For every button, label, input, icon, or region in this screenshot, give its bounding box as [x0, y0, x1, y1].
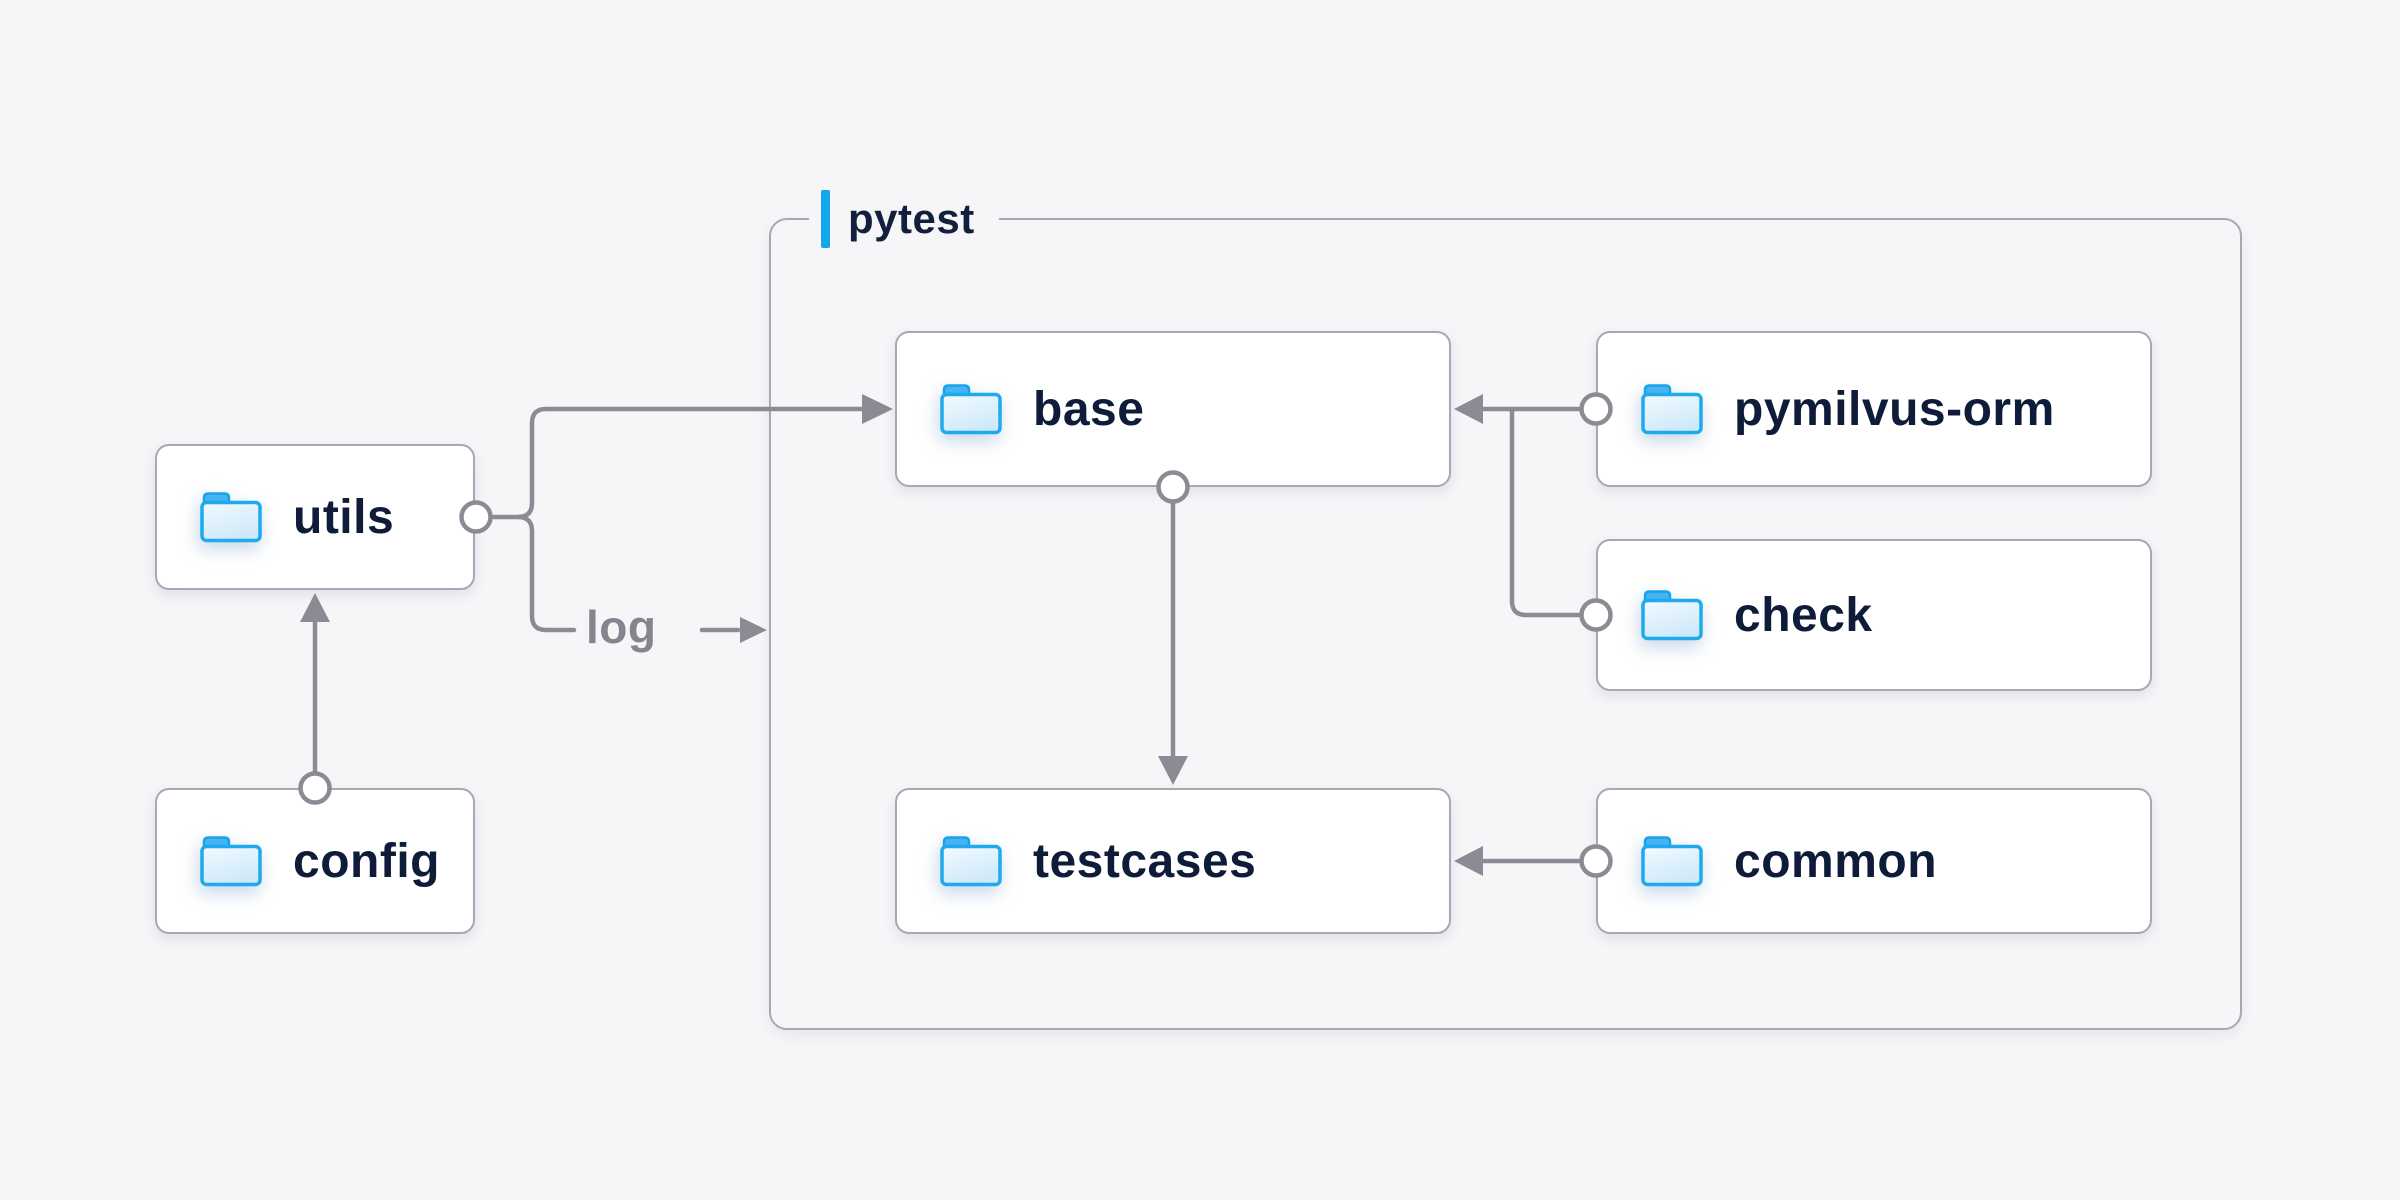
folder-icon [200, 836, 262, 887]
pytest-group-label: pytest [809, 187, 999, 251]
pytest-group-container: pytest [769, 187, 2242, 1030]
folder-icon [1641, 590, 1703, 641]
arrowhead-log [740, 617, 767, 643]
node-label: common [1734, 834, 1938, 888]
edge-utils-log [515, 514, 577, 633]
node-label: pymilvus-orm [1734, 382, 2055, 436]
node-base: base [895, 331, 1451, 487]
node-pymilvus-orm: pymilvus-orm [1596, 331, 2152, 487]
node-label: utils [293, 490, 395, 544]
folder-icon [940, 836, 1002, 887]
node-label: base [1033, 382, 1145, 436]
edge-label-log: log [586, 601, 657, 653]
node-common: common [1596, 788, 2152, 934]
node-label: check [1734, 588, 1873, 642]
folder-icon [940, 384, 1002, 435]
folder-icon [200, 492, 262, 543]
pytest-accent-bar [821, 190, 830, 248]
node-testcases: testcases [895, 788, 1451, 934]
folder-icon [1641, 836, 1703, 887]
node-check: check [1596, 539, 2152, 691]
node-label: config [293, 834, 440, 888]
node-utils: utils [155, 444, 475, 590]
folder-icon [1641, 384, 1703, 435]
node-config: config [155, 788, 475, 934]
node-label: testcases [1033, 834, 1257, 888]
arrowhead-into-utils [300, 593, 330, 622]
pytest-group-title: pytest [848, 195, 975, 242]
